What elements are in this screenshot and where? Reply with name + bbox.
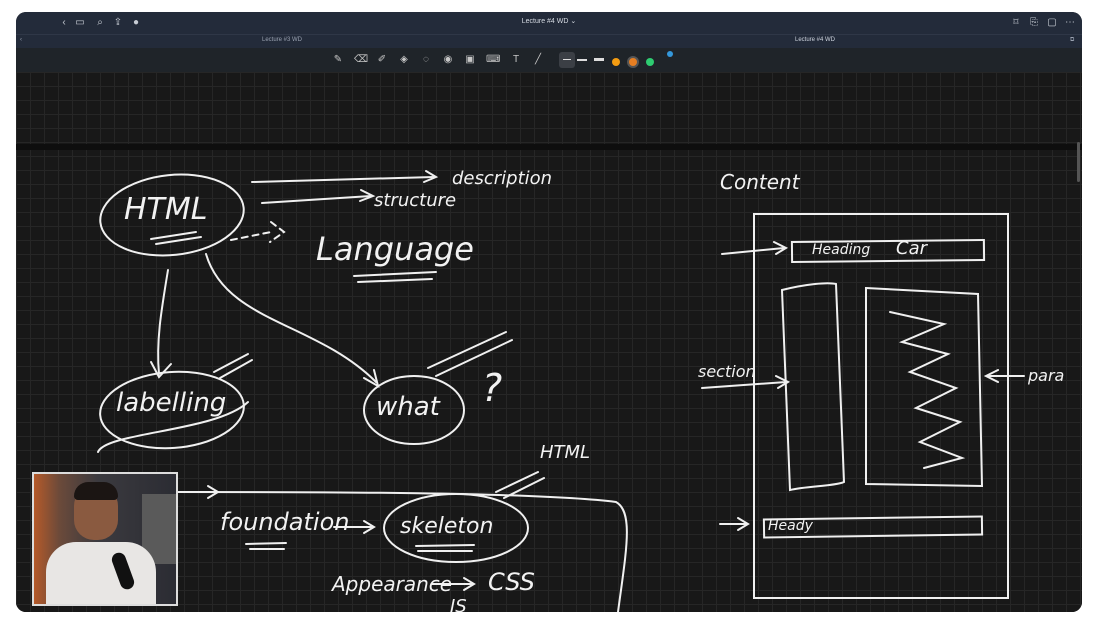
stroke-medium-button[interactable] [577,59,587,61]
person-shirt [46,542,156,604]
note-foundation: foundation [220,508,350,536]
skeleton-tick [495,471,545,499]
export-icon[interactable]: ⎘ [1030,17,1038,28]
arrow-to-labelling [157,269,169,375]
section-box [780,282,846,492]
arrow-to-language [230,221,286,243]
tab-bar: ‹ Lecture #3 WD Lecture #4 WD ⧉ [16,34,1082,49]
arrow-to-css [431,577,476,591]
arrow-to-structure [261,195,372,204]
pen-icon[interactable]: ✎ [333,54,343,65]
labelling-circle-extra [97,401,249,453]
arrow-to-description [251,176,435,183]
color-blue-button[interactable] [667,51,673,57]
html-underline [150,231,202,245]
add-tab-icon[interactable]: ⧉ [1070,37,1075,43]
note-labelling: labelling [116,388,227,418]
note-html: HTML [124,192,208,227]
color-dark-orange-button[interactable] [629,58,637,66]
note-html-2: HTML [540,442,591,463]
share-icon[interactable]: ⇪ [113,17,123,28]
note-js: JS [450,596,467,612]
sidebar-icon[interactable]: ▭ [75,17,85,28]
webcam-overlay [32,472,178,606]
arrow-to-section [701,375,791,389]
handwriting-ink [97,170,1025,612]
shapes-icon[interactable]: ◈ [400,54,408,65]
tab-lecture-4[interactable]: Lecture #4 WD [795,37,836,43]
microphone-icon[interactable]: ● [132,17,140,28]
arrow-to-heading [721,241,789,255]
labelling-tick [213,353,253,379]
note-skeleton: skeleton [400,514,494,539]
note-description: description [452,168,553,189]
color-green-button[interactable] [646,58,654,66]
image-icon[interactable]: ▣ [465,54,475,65]
tab-scroll-left-icon[interactable]: ‹ [20,37,22,43]
note-language: Language [316,230,474,268]
tab-lecture-3[interactable]: Lecture #3 WD [262,37,303,43]
scrollbar[interactable] [1077,142,1080,182]
footer-box [762,515,984,539]
what-tick [427,331,513,377]
text-icon[interactable]: T [512,54,520,65]
heading-box [790,238,986,264]
note-css: CSS [488,568,535,596]
highlighter-icon[interactable]: ✐ [377,54,387,65]
note-footer: Heady [768,518,813,534]
what-circle [363,375,465,445]
stroke-thick-button[interactable] [594,58,604,61]
big-bracket [173,491,628,612]
page-divider [16,144,1082,150]
layout-box [753,213,1009,599]
eraser-icon[interactable]: ⌫ [354,54,369,65]
title-bar: ‹ ▭ ⌕ ⇪ ● Lecture #4 WD ⌄ ⌑ ⎘ ▢ ⋯ [16,12,1082,34]
back-icon[interactable]: ‹ [62,17,66,28]
more-icon[interactable]: ⋯ [1065,17,1075,28]
arrow-to-para [983,369,1025,383]
para-scribble [889,311,966,469]
note-content: Content [720,170,800,194]
window-title[interactable]: Lecture #4 WD ⌄ [521,18,577,25]
search-icon[interactable]: ⌕ [97,17,103,28]
note-heading: Heading [812,242,871,258]
ruler-icon[interactable]: ╱ [534,54,542,65]
lasso-icon[interactable]: ◌ [423,54,429,65]
person-hair [74,482,118,500]
keyboard-icon[interactable]: ⌨ [486,54,501,65]
new-page-icon[interactable]: ▢ [1047,17,1057,28]
notes-canvas[interactable]: HTML description structure Language labe… [16,72,1082,612]
arrow-to-footer [719,517,750,531]
bookmark-icon[interactable]: ⌑ [1013,17,1019,28]
html-circle [99,173,245,257]
note-question-mark: ? [482,366,503,410]
note-structure: structure [374,190,457,211]
para-box [865,286,984,488]
stroke-thin-preview [563,59,571,60]
laser-pointer-icon[interactable]: ◉ [443,54,453,65]
note-what: what [376,392,440,422]
note-section: section [698,362,756,381]
foundation-underline [245,542,287,550]
drawing-toolbar: ✎ ⌫ ✐ ◈ ◌ ◉ ▣ ⌨ T ╱ [16,48,1082,72]
note-appearance: Appearance [332,572,453,596]
color-orange-button[interactable] [612,58,620,66]
arrowhead [150,361,172,379]
arrow-to-what [205,253,377,383]
language-underline [353,271,437,283]
arrowhead [423,170,439,183]
note-para: para [1028,366,1065,385]
skeleton-circle [383,493,529,563]
arrowhead [359,189,376,202]
arrow-to-skeleton [333,520,376,534]
skeleton-underline [415,544,475,552]
app-window: ‹ ▭ ⌕ ⇪ ● Lecture #4 WD ⌄ ⌑ ⎘ ▢ ⋯ ‹ Lect… [16,12,1082,612]
note-car: Car [896,238,927,259]
stroke-thin-button[interactable] [559,52,575,68]
